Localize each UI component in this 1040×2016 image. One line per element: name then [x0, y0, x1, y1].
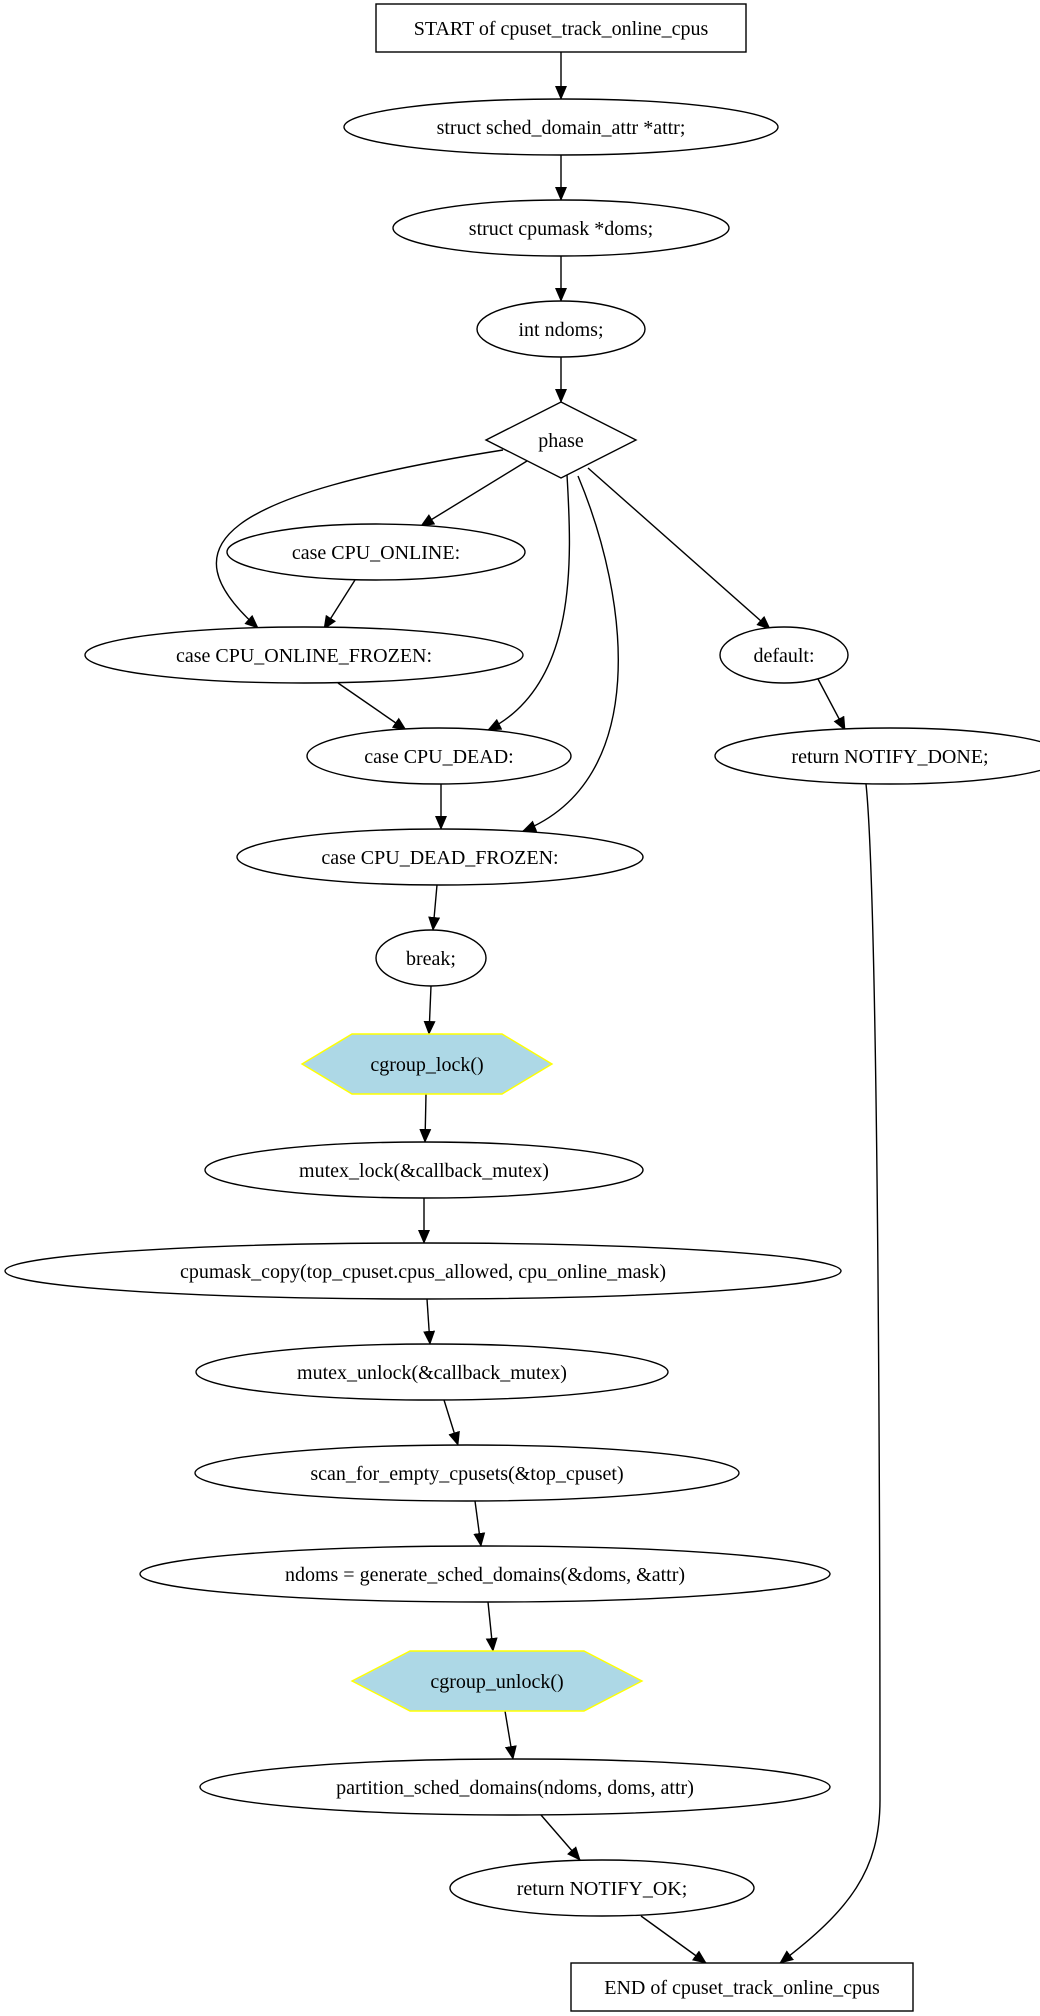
node-cgroup-unlock: cgroup_unlock() — [350, 1650, 644, 1712]
node-label: cgroup_unlock() — [430, 1671, 563, 1693]
node-shape — [236, 828, 644, 886]
node-shape — [484, 401, 638, 479]
node-phase: phase — [484, 401, 638, 479]
edge-phase-to-default — [587, 467, 771, 630]
node-break: break; — [375, 929, 487, 987]
node-partition: partition_sched_domains(ndoms, doms, att… — [199, 1758, 831, 1816]
edge-default-to-return_done — [817, 678, 846, 731]
node-attr-decl: struct sched_domain_attr *attr; — [343, 98, 779, 156]
node-cgroup-lock: cgroup_lock() — [300, 1033, 554, 1095]
edge-generate-to-cgroup_unlock — [485, 1601, 498, 1652]
edge-phase-to-case_dead_frozen — [522, 475, 619, 832]
node-doms-decl: struct cpumask *doms; — [392, 199, 730, 257]
node-shape — [392, 199, 730, 257]
edge-case_online-to-case_online_frozen — [323, 579, 356, 630]
node-shape — [375, 3, 747, 53]
node-shape — [84, 626, 524, 684]
node-label: START of cpuset_track_online_cpus — [414, 18, 709, 40]
node-case-online: case CPU_ONLINE: — [226, 523, 526, 581]
node-mutex-unlock: mutex_unlock(&callback_mutex) — [195, 1343, 669, 1401]
edge-mutex_unlock-to-scan_empty — [443, 1399, 460, 1446]
node-label: struct sched_domain_attr *attr; — [437, 117, 686, 139]
edge-case_online_frozen-to-case_dead — [337, 682, 407, 731]
edge-partition-to-return_ok — [540, 1814, 581, 1861]
node-label: cpumask_copy(top_cpuset.cpus_allowed, cp… — [180, 1261, 666, 1283]
node-label: mutex_lock(&callback_mutex) — [299, 1160, 549, 1182]
edge-phase-to-case_dead — [487, 474, 571, 731]
node-generate: ndoms = generate_sched_domains(&doms, &a… — [139, 1545, 831, 1603]
node-shape — [476, 300, 646, 358]
edge-cpumask_copy-to-mutex_unlock — [423, 1298, 436, 1345]
edge-break-to-cgroup_lock — [423, 985, 436, 1035]
node-end: END of cpuset_track_online_cpus — [570, 1962, 914, 2012]
node-shape — [204, 1141, 644, 1199]
node-case-dead-frozen: case CPU_DEAD_FROZEN: — [236, 828, 644, 886]
edges-layer — [215, 52, 881, 1964]
node-label: ndoms = generate_sched_domains(&doms, &a… — [285, 1564, 685, 1586]
node-label: struct cpumask *doms; — [469, 218, 653, 240]
edge-return_done-to-end — [779, 783, 881, 1964]
node-cpumask-copy: cpumask_copy(top_cpuset.cpus_allowed, cp… — [4, 1242, 842, 1300]
node-label: return NOTIFY_DONE; — [791, 746, 988, 768]
node-label: break; — [406, 948, 456, 970]
node-label: case CPU_DEAD_FROZEN: — [321, 847, 558, 869]
edge-cgroup_lock-to-mutex_lock — [419, 1093, 432, 1143]
node-shape — [343, 98, 779, 156]
node-shape — [300, 1033, 554, 1095]
node-shape — [570, 1962, 914, 2012]
node-label: phase — [538, 430, 584, 452]
node-shape — [199, 1758, 831, 1816]
node-scan-empty: scan_for_empty_cpusets(&top_cpuset) — [194, 1444, 740, 1502]
node-label: int ndoms; — [518, 319, 603, 341]
node-shape — [449, 1859, 755, 1917]
node-label: case CPU_ONLINE: — [292, 542, 460, 564]
node-return-ok: return NOTIFY_OK; — [449, 1859, 755, 1917]
node-label: case CPU_ONLINE_FROZEN: — [176, 645, 432, 667]
node-return-done: return NOTIFY_DONE; — [714, 727, 1040, 785]
node-shape — [719, 626, 849, 684]
node-label: scan_for_empty_cpusets(&top_cpuset) — [310, 1463, 623, 1485]
node-shape — [4, 1242, 842, 1300]
node-shape — [350, 1650, 644, 1712]
node-label: partition_sched_domains(ndoms, doms, att… — [336, 1777, 694, 1799]
edge-cgroup_unlock-to-partition — [504, 1710, 517, 1760]
edge-phase-to-case_online — [420, 460, 528, 527]
edge-return_ok-to-end — [640, 1915, 707, 1964]
node-label: mutex_unlock(&callback_mutex) — [297, 1362, 567, 1384]
node-label: default: — [753, 645, 814, 667]
edge-case_dead_frozen-to-break — [428, 884, 441, 931]
edge-phase-to-case_online_frozen — [215, 449, 504, 629]
node-label: cgroup_lock() — [370, 1054, 483, 1076]
node-shape — [226, 523, 526, 581]
node-case-dead: case CPU_DEAD: — [306, 727, 572, 785]
node-default: default: — [719, 626, 849, 684]
node-shape — [306, 727, 572, 785]
node-ndoms-decl: int ndoms; — [476, 300, 646, 358]
edge-scan_empty-to-generate — [473, 1500, 486, 1547]
node-mutex-lock: mutex_lock(&callback_mutex) — [204, 1141, 644, 1199]
node-shape — [195, 1343, 669, 1401]
node-label: return NOTIFY_OK; — [517, 1878, 688, 1900]
node-label: case CPU_DEAD: — [364, 746, 513, 768]
node-start: START of cpuset_track_online_cpus — [375, 3, 747, 53]
node-label: END of cpuset_track_online_cpus — [604, 1977, 880, 1999]
node-case-online-frozen: case CPU_ONLINE_FROZEN: — [84, 626, 524, 684]
node-shape — [139, 1545, 831, 1603]
node-shape — [194, 1444, 740, 1502]
node-shape — [375, 929, 487, 987]
node-shape — [714, 727, 1040, 785]
nodes-layer: START of cpuset_track_online_cpusstruct … — [4, 3, 1040, 2012]
